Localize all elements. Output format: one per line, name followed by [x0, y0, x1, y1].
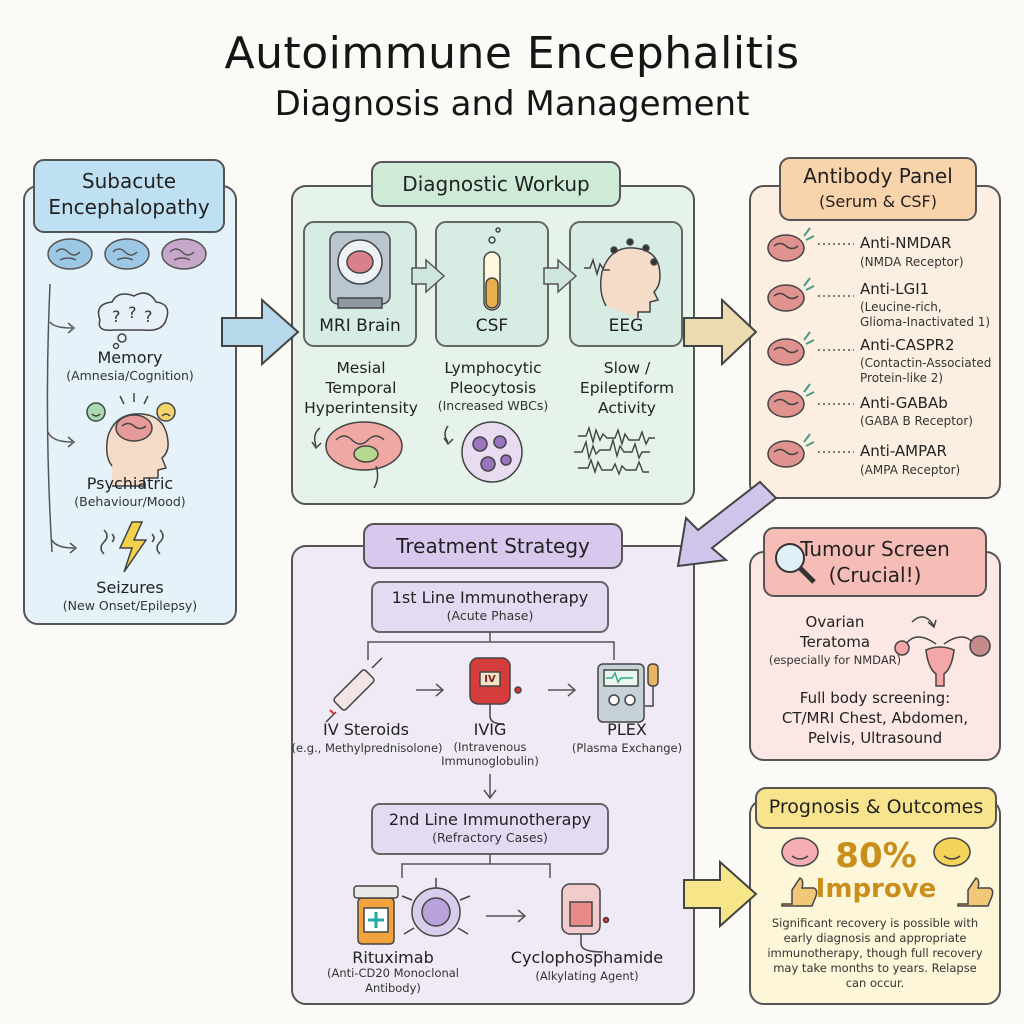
cyclophosphamide-label: Cyclophosphamide — [510, 948, 664, 967]
prognosis-text: Significant recovery is possible with ea… — [767, 916, 983, 990]
memory-sub: (Amnesia/Cognition) — [66, 368, 194, 383]
plex-sub: (Plasma Exchange) — [571, 741, 683, 755]
antibody-desc-caspr2: (Contactin-Associated Protein-like 2) — [860, 356, 992, 385]
memory-label: Memory — [97, 348, 163, 367]
thumbs-up-icons — [781, 877, 994, 907]
syringe-icon — [325, 657, 383, 723]
tumour-header: Tumour Screen (Crucial!) — [800, 537, 950, 587]
first-line-sub: (Acute Phase) — [446, 608, 534, 623]
immune-cell-icon — [401, 878, 471, 937]
pill-bottle-icon — [353, 885, 399, 945]
arrow-encephalopathy-to-workup — [221, 297, 300, 367]
prognosis-header-tag — [755, 787, 997, 829]
workup-header-tag — [371, 161, 621, 207]
mri-brain-result-icon — [311, 421, 403, 489]
iv-steroids-label: IV Steroids — [323, 720, 409, 739]
cyclophosphamide-sub: (Alkylating Agent) — [535, 969, 639, 983]
first-line-title: 1st Line Immunotherapy — [391, 588, 589, 607]
ivig-label: IVIG — [473, 720, 507, 739]
svg-text:?: ? — [128, 303, 137, 322]
page-subtitle: Diagnosis and Management — [274, 84, 750, 124]
eeg-head-icon — [584, 238, 661, 318]
csf-note: (Increased WBCs) — [437, 398, 549, 413]
rituximab-sub: (Anti-CD20 Monoclonal Antibody) — [326, 966, 460, 995]
second-line-bracket — [401, 854, 551, 878]
plex-label: PLEX — [607, 720, 647, 739]
eeg-finding: Slow / Epileptiform Activity — [579, 359, 675, 417]
ivig-sub: (Intravenous Immunoglobulin) — [441, 740, 539, 768]
prognosis-header: Prognosis & Outcomes — [768, 796, 984, 818]
treatment-small-arrows — [416, 683, 577, 800]
eeg-label: EEG — [608, 316, 644, 336]
thought-cloud-icon — [97, 292, 169, 350]
mri-label: MRI Brain — [319, 316, 401, 336]
psychiatric-head-icon — [86, 393, 176, 487]
iv-steroids-sub: (e.g., Methylprednisolone) — [291, 741, 443, 755]
antibody-dotted-leaders — [818, 243, 854, 453]
treatment-header-tag — [363, 523, 623, 569]
teratoma-label: Ovarian Teratoma — [799, 613, 871, 651]
seizures-label: Seizures — [96, 578, 164, 597]
page-title: Autoimmune Encephalitis — [224, 28, 800, 79]
antibody-name-nmdar: Anti-NMDAR — [860, 234, 952, 252]
antibody-desc-nmdar: (NMDA Receptor) — [860, 255, 964, 269]
screening-text: Full body screening: CT/MRI Chest, Abdom… — [781, 689, 969, 747]
csf-finding: Lymphocytic Pleocytosis — [444, 359, 542, 397]
svg-text:?: ? — [112, 307, 121, 326]
cyclophosphamide-bag-icon — [561, 883, 610, 953]
arrow-csf-to-eeg — [543, 258, 578, 294]
workup-header: Diagnostic Workup — [402, 172, 590, 196]
prognosis-improve: Improve — [815, 874, 937, 904]
second-line-title: 2nd Line Immunotherapy — [388, 810, 592, 829]
antibody-name-ampar: Anti-AMPAR — [860, 442, 947, 460]
antibody-name-gabab: Anti-GABAb — [860, 394, 948, 412]
antibody-subheader: (Serum & CSF) — [819, 192, 937, 211]
antibody-header: Antibody Panel — [803, 164, 953, 188]
mri-scanner-icon — [329, 231, 391, 309]
lightning-icon — [100, 521, 164, 573]
first-line-bracket — [367, 632, 615, 660]
antibody-desc-gabab: (GABA B Receptor) — [860, 414, 973, 428]
csf-label: CSF — [475, 316, 509, 336]
arrow-treatment-to-prognosis — [683, 859, 758, 929]
prognosis-percent: 80% — [835, 836, 917, 876]
mri-finding: Mesial Temporal Hyperintensity — [304, 359, 418, 417]
magnifier-icon — [775, 543, 816, 584]
seizures-sub: (New Onset/Epilepsy) — [62, 598, 198, 613]
tumour-header-tag — [763, 527, 987, 597]
second-line-sub: (Refractory Cases) — [432, 830, 548, 845]
antibody-brain-icons — [767, 227, 815, 468]
antibody-name-caspr2: Anti-CASPR2 — [860, 336, 955, 354]
iv-bag-icon — [469, 657, 522, 725]
treatment-header: Treatment Strategy — [396, 534, 590, 558]
arrow-workup-to-antibody — [683, 297, 758, 367]
encephalopathy-branch-line — [46, 283, 53, 553]
psychiatric-sub: (Behaviour/Mood) — [74, 494, 186, 509]
svg-text:?: ? — [144, 307, 153, 326]
uterus-icon — [894, 616, 991, 687]
psychiatric-label: Psychiatric — [86, 474, 174, 493]
encephalopathy-header: Subacute Encephalopathy — [48, 169, 210, 219]
antibody-desc-ampar: (AMPA Receptor) — [860, 463, 961, 477]
csf-cells-icon — [443, 421, 523, 483]
teratoma-sub: (especially for NMDAR) — [768, 653, 902, 667]
arrow-mri-to-csf — [411, 258, 446, 294]
test-tube-icon — [483, 227, 501, 311]
plex-machine-icon — [597, 663, 659, 723]
happy-brain-icons — [781, 837, 971, 867]
antibody-header-tag — [779, 157, 977, 221]
antibody-desc-lgi1: (Leucine-rich, Glioma-Inactivated 1) — [860, 300, 991, 329]
iv-bag-label: IV — [484, 674, 496, 685]
arrow-antibody-to-treatment — [676, 480, 778, 568]
eeg-waves-icon — [574, 425, 655, 476]
brain-icons-row — [47, 238, 207, 270]
antibody-name-lgi1: Anti-LGI1 — [860, 280, 930, 298]
rituximab-label: Rituximab — [352, 948, 434, 967]
encephalopathy-header-tag — [33, 159, 225, 233]
